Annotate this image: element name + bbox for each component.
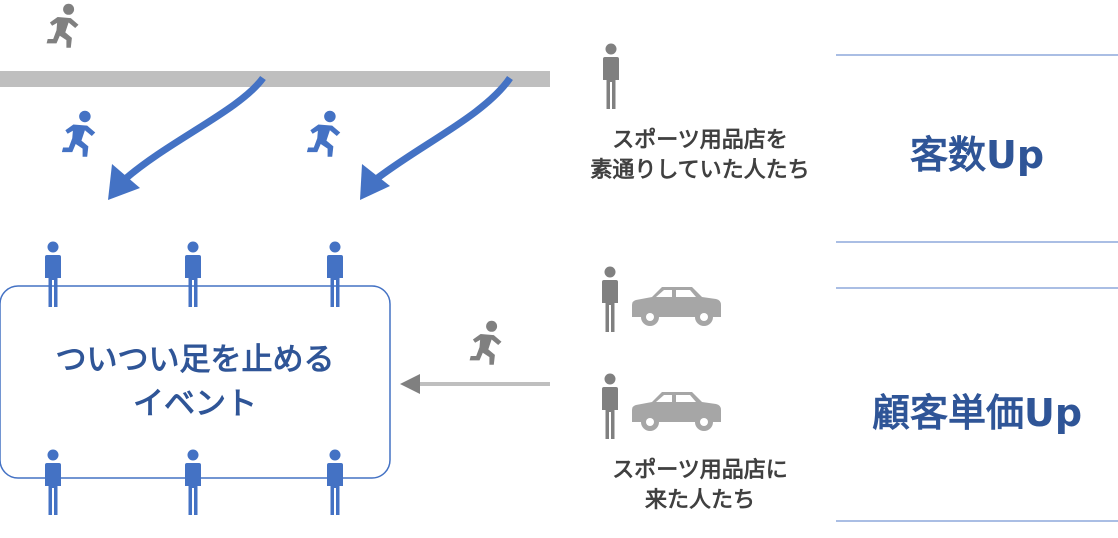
standing-person-icon <box>327 241 343 307</box>
car-icon <box>632 287 721 326</box>
event-label-line1: ついつい足を止める <box>55 342 335 378</box>
standing-person-icon <box>602 266 618 332</box>
running-person-icon <box>46 3 79 48</box>
unit-price-up-label: 顧客単価Up <box>871 391 1083 435</box>
passersby-caption-line1: スポーツ用品店を <box>612 128 788 153</box>
running-person-icon <box>61 110 96 157</box>
passersby-caption: スポーツ用品店を 素通りしていた人たち <box>565 126 835 186</box>
curved-arrow-icon <box>360 164 390 200</box>
standing-person-icon <box>327 449 343 515</box>
event-label-line2: イベント <box>133 386 257 422</box>
running-person-icon <box>469 320 502 365</box>
standing-person-icon <box>603 43 619 109</box>
standing-person-icon <box>45 449 61 515</box>
visitors-caption-line2: 来た人たち <box>644 488 755 513</box>
customers-up-label: 客数Up <box>909 133 1045 177</box>
arrow-head <box>400 374 420 394</box>
road-bar <box>0 71 550 87</box>
curved-arrow-icon <box>372 75 513 183</box>
curved-arrow-icon <box>108 164 140 200</box>
running-person-icon <box>306 110 341 157</box>
event-label: ついつい足を止める イベント <box>0 338 390 426</box>
passersby-caption-line2: 素通りしていた人たち <box>590 158 810 183</box>
standing-person-icon <box>185 449 201 515</box>
standing-person-icon <box>602 373 618 439</box>
curved-arrow-icon <box>121 75 266 183</box>
visitors-caption: スポーツ用品店に 来た人たち <box>565 456 835 516</box>
standing-person-icon <box>45 241 61 307</box>
standing-person-icon <box>185 241 201 307</box>
visitors-caption-line1: スポーツ用品店に <box>612 458 788 483</box>
car-icon <box>632 392 721 431</box>
